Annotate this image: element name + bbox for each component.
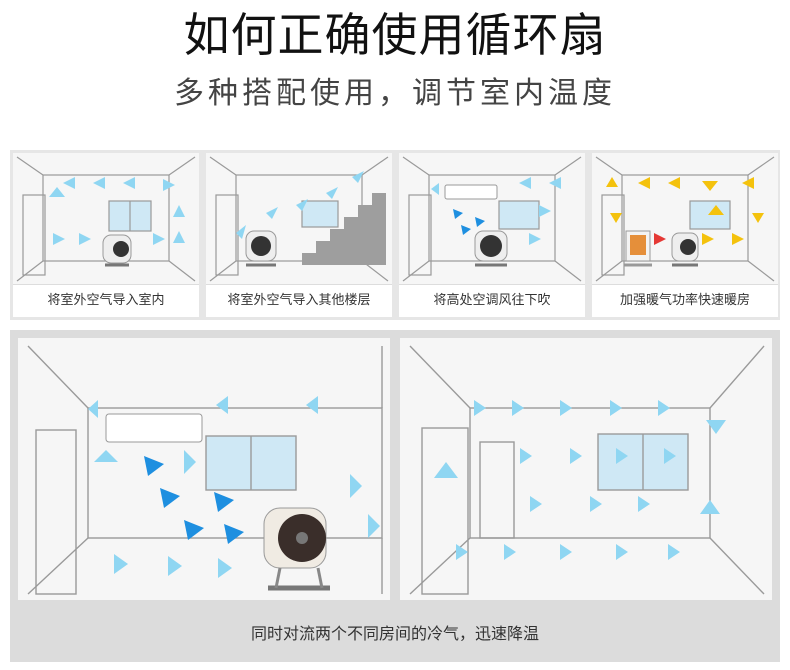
airflow-arrows: [434, 400, 726, 560]
fan-icon: [263, 507, 330, 591]
room-illustration: [402, 156, 582, 282]
airflow-arrows: [236, 171, 364, 239]
panel-outdoor-to-upstairs: 将室外空气导入其他楼层: [206, 153, 392, 317]
staircase: [302, 193, 386, 265]
heat-transfer-arrow: [654, 233, 666, 245]
room-illustration: [409, 345, 765, 595]
panel-outdoor-to-indoor: 将室外空气导入室内: [13, 153, 199, 317]
room-illustration: [595, 156, 775, 282]
air-conditioner-icon: [105, 413, 203, 443]
panel-caption: 将高处空调风往下吹: [399, 284, 585, 317]
warm-air-arrows: [606, 177, 764, 245]
airflow-arrows: [88, 396, 380, 578]
panel-caption: 将室外空气导入其他楼层: [206, 284, 392, 317]
air-conditioner-icon: [444, 184, 498, 200]
bottom-caption: 同时对流两个不同房间的冷气，迅速降温: [250, 624, 539, 643]
page-subtitle: 多种搭配使用，调节室内温度: [174, 76, 616, 111]
fan-icon: [245, 230, 277, 267]
room-illustration: [16, 156, 196, 282]
room-left: [18, 338, 390, 600]
room-illustration: [209, 156, 389, 282]
panel-ac-downward: 将高处空调风往下吹: [399, 153, 585, 317]
room-right: [400, 338, 772, 600]
fan-icon: [102, 234, 132, 267]
cold-air-arrows: [453, 209, 485, 235]
page-title: 如何正确使用循环扇: [183, 8, 607, 62]
cold-air-arrows: [144, 456, 244, 544]
room-illustration: [27, 345, 383, 595]
airflow-arrows: [431, 177, 561, 245]
airflow-arrows: [49, 177, 185, 245]
fan-icon: [671, 232, 699, 267]
heater-icon: [624, 230, 652, 267]
panel-caption: 将室外空气导入室内: [13, 284, 199, 317]
fan-icon: [474, 230, 508, 267]
panel-heater-boost: 加强暖气功率快速暖房: [592, 153, 778, 317]
panel-caption: 加强暖气功率快速暖房: [592, 284, 778, 317]
